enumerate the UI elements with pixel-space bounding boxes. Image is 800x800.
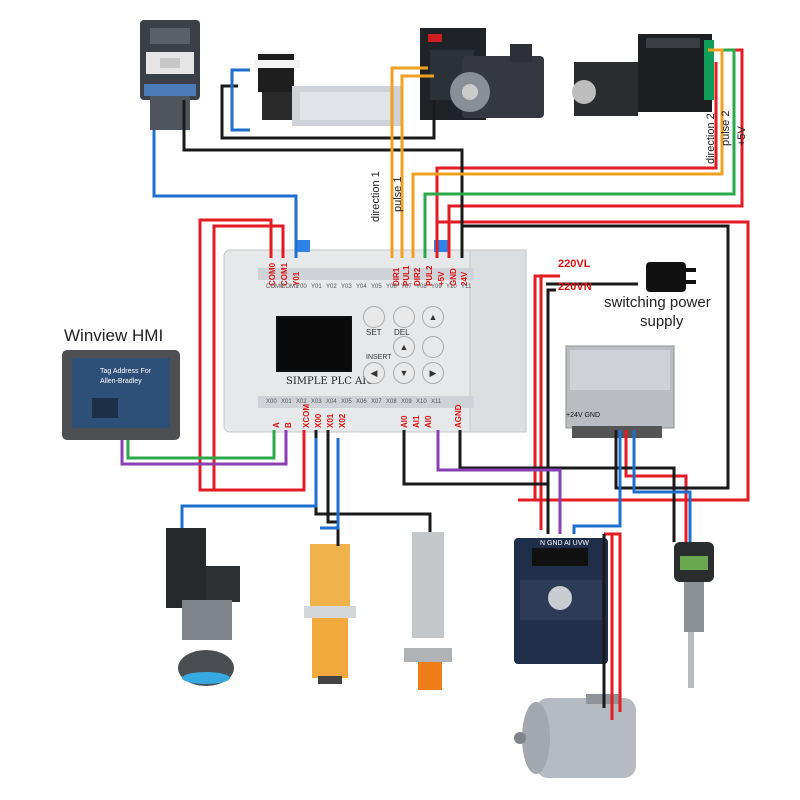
bottom-terminal-1: B [284,422,293,428]
top-grey-label-11: Y09 [431,284,442,290]
label-220vl: 220VL [558,258,591,270]
bottom-terminal-3: X00 [314,413,323,428]
psu-label-line2: supply [640,313,684,330]
pulse1-label: pulse 1 [392,176,404,212]
bottom-terminal-6: AI0 [400,415,409,428]
plc-key-2[interactable] [393,306,415,328]
green-wires [126,48,736,460]
bottom-terminal-7: AI1 [412,415,421,428]
bottom-grey-label-9: X09 [401,399,412,405]
pressure-transmitter [674,542,714,688]
label-220vn: 220VN [558,281,592,293]
bottom-grey-label-1: X01 [281,399,292,405]
plc-model-label: SIMPLE PLC AIO [286,376,375,387]
hmi-label: Winview HMI [64,326,164,345]
bottom-grey-label-4: X04 [326,399,337,405]
top-grey-label-6: Y04 [356,284,367,290]
hmi-device [62,350,180,440]
proximity-sensor [404,532,452,690]
stepper-driver [638,34,714,112]
bottom-grey-label-10: X10 [416,399,427,405]
direction1-label: direction 1 [370,171,382,222]
psu-terminal-label: +24V GND [566,412,601,419]
top-grey-label-8: Y06 [386,284,397,290]
set-key-label: SET [366,328,382,337]
top-grey-label-12: Y10 [446,284,457,290]
solenoid-valve [254,54,402,126]
plus5v-label: +5V [736,126,748,146]
plc-key-1[interactable] [363,306,385,328]
top-grey-label-7: Y05 [371,284,382,290]
top-grey-label-9: Y07 [401,284,412,290]
orange-wires [390,48,724,258]
bottom-terminal-9: AGND [454,404,463,428]
bottom-terminal-0: A [272,422,281,428]
psu-label-line1: switching power [604,294,711,311]
plc-body [223,240,527,433]
plc-key-up[interactable]: ▲ [422,306,444,328]
contactor [140,20,200,130]
blue-wires [152,68,692,542]
bottom-grey-label-0: X00 [266,399,277,405]
top-grey-label-0: COM0 [266,284,284,290]
plc-key-down[interactable]: ▼ [393,362,415,384]
top-terminal-1: COM1 [280,262,289,286]
top-grey-label-10: Y08 [416,284,427,290]
plc-key-right[interactable]: ▶ [422,362,444,384]
bottom-grey-label-5: X05 [341,399,352,405]
plc-key-up-2[interactable]: ▲ [393,336,415,358]
top-grey-label-5: Y03 [341,284,352,290]
hmi-screen-line2: Allen-Bradley [100,378,142,385]
top-terminal-4: PUL1 [402,265,411,286]
bottom-grey-label-6: X06 [356,399,367,405]
power-plug [646,262,696,292]
ac-motor [514,694,636,778]
stepper-motor [572,62,638,116]
bottom-grey-label-8: X08 [386,399,397,405]
top-grey-label-3: Y01 [311,284,322,290]
black-wires [182,84,730,708]
bottom-grey-label-11: X11 [431,399,442,405]
top-terminal-6: PUL2 [425,265,434,286]
bottom-grey-label-2: X02 [296,399,307,405]
purple-wires [120,430,562,534]
pulse2-label: pulse 2 [720,110,732,146]
emergency-switch [166,528,240,686]
bottom-terminal-5: X02 [338,413,347,428]
top-grey-label-2: Y00 [296,284,307,290]
vfd-terminal-label: N GND AI UVW [540,540,590,547]
insert-key-label: INSERT [366,354,392,361]
frequency-inverter [514,538,608,664]
top-terminal-0: COM0 [268,262,277,286]
del-key-label: DEL [394,328,410,337]
bottom-grey-label-7: X07 [371,399,382,405]
photoelectric-sensor [304,544,356,684]
top-grey-label-13: Y11 [461,284,472,290]
power-supply [565,345,675,438]
bottom-grey-label-3: X03 [311,399,322,405]
top-grey-label-1: COM1 [281,284,299,290]
bottom-terminal-4: X01 [326,413,335,428]
top-grey-label-4: Y02 [326,284,337,290]
bottom-terminal-2: XCOM [302,404,311,428]
plc-key-4[interactable] [422,336,444,358]
servo-motor [450,44,544,118]
plc-key-left[interactable]: ◀ [363,362,385,384]
bottom-terminal-8: AI0 [424,415,433,428]
hmi-screen-line1: Tag Address For [100,368,151,375]
direction2-label: direction 2 [705,113,717,164]
